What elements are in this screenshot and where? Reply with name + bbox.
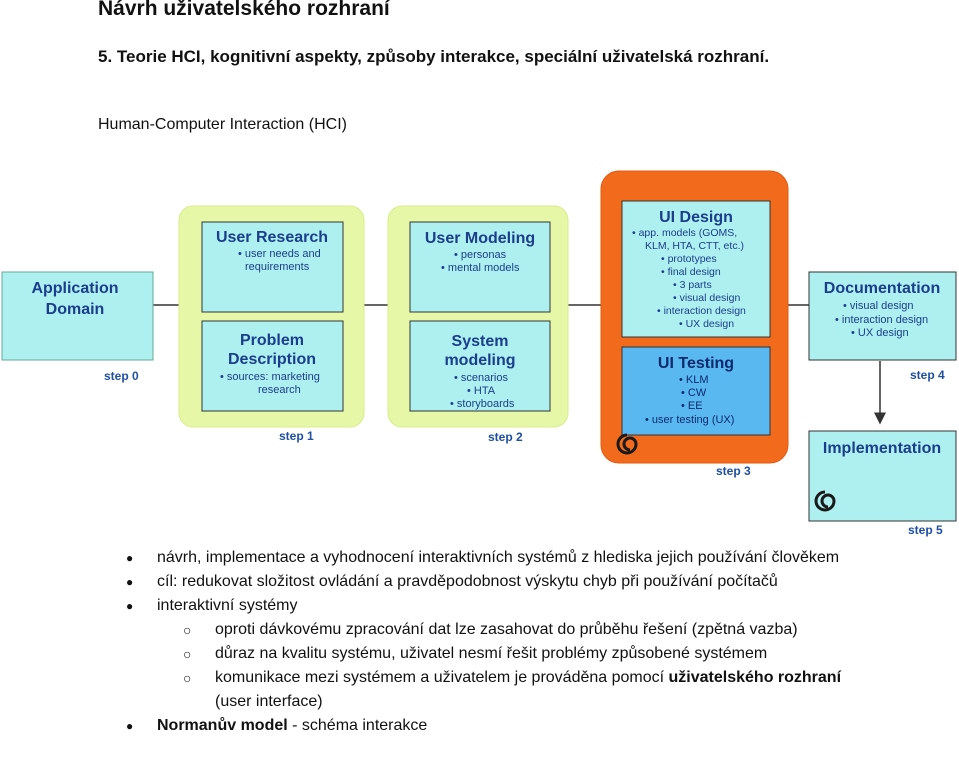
bullet-list: návrh, implementace a vyhodnocení intera… [0,546,857,738]
ui-design-title: UI Design [659,209,733,226]
step-3-frame: UI Design • app. models (GOMS, KLM, HTA,… [600,170,789,478]
list-item: interaktivní systémy [0,594,857,618]
ui-testing-item-3: • EE [681,400,703,412]
user-modeling-item-2: • mental models [441,262,520,274]
step-4-documentation: Documentation • visual design • interact… [808,271,957,382]
list-item: oproti dávkovému zpracování dat lze zasa… [0,618,855,642]
step-1-label: step 1 [279,429,314,443]
step-2-frame: User Modeling • personas • mental models… [387,205,569,444]
hci-process-diagram: Application Domain step 0 User Research … [1,170,957,537]
ui-design-item-3: • prototypes [661,253,717,265]
ui-design-item-5: • 3 parts [673,279,712,291]
ui-design-item-6: • visual design [673,292,740,304]
documentation-item-1: • visual design [843,300,914,312]
documentation-item-3: • UX design [851,327,909,339]
step-2-label: step 2 [488,430,523,444]
ui-design-item-2: KLM, HTA, CTT, etc.) [645,240,744,252]
user-modeling-item-1: • personas [454,249,507,261]
problem-description-title-1: Problem [240,332,304,349]
list-item: důraz na kvalitu systému, uživatel nesmí… [0,642,855,666]
problem-description-item-2: research [258,384,301,396]
spiral-icon [814,490,836,512]
ui-design-item-1: • app. models (GOMS, [632,227,737,239]
step-3-label: step 3 [716,464,751,478]
implementation-title: Implementation [823,440,941,457]
list-item: cíl: redukovat složitost ovládání a prav… [0,570,857,594]
step-0-label: step 0 [104,369,139,383]
ui-design-item-8: • UX design [679,318,734,330]
page-title: Návrh uživatelského rozhraní [98,0,390,20]
step-5-label: step 5 [908,523,943,537]
user-research-item-1: • user needs and [238,248,321,260]
system-modeling-item-2: • HTA [467,385,496,397]
step-0-application-domain: Application Domain step 0 [1,271,154,383]
ui-testing-item-2: • CW [681,387,707,399]
system-modeling-title-1: System [452,333,509,350]
ui-design-item-4: • final design [661,266,721,278]
system-modeling-item-3: • storyboards [450,398,515,410]
list-item: komunikace mezi systémem a uživatelem je… [0,666,855,714]
application-domain-title-2: Domain [46,301,105,318]
problem-description-title-2: Description [228,351,316,368]
documentation-title: Documentation [824,280,940,297]
system-modeling-title-2: modeling [444,352,515,369]
list-item: Normanův model - schéma interakce [0,714,857,738]
application-domain-title-1: Application [31,280,118,297]
ui-testing-item-1: • KLM [679,374,709,386]
user-modeling-title: User Modeling [425,230,535,247]
step-5-implementation: Implementation step 5 [808,430,957,537]
ui-design-item-7: • interaction design [657,305,746,317]
list-item: návrh, implementace a vyhodnocení intera… [0,546,857,570]
diagram-caption: Human-Computer Interaction (HCI) [98,116,347,133]
spiral-icon [616,433,638,455]
problem-description-item-1: • sources: marketing [220,371,320,383]
step-1-frame: User Research • user needs and requireme… [178,205,365,443]
user-research-item-2: requirements [245,261,310,273]
user-research-title: User Research [216,229,328,246]
documentation-item-2: • interaction design [835,314,928,326]
step-4-label: step 4 [910,368,945,382]
system-modeling-item-1: • scenarios [454,372,508,384]
section-heading: 5. Teorie HCI, kognitivní aspekty, způso… [98,47,770,66]
ui-testing-title: UI Testing [658,355,734,372]
ui-testing-item-4: • user testing (UX) [645,414,734,426]
